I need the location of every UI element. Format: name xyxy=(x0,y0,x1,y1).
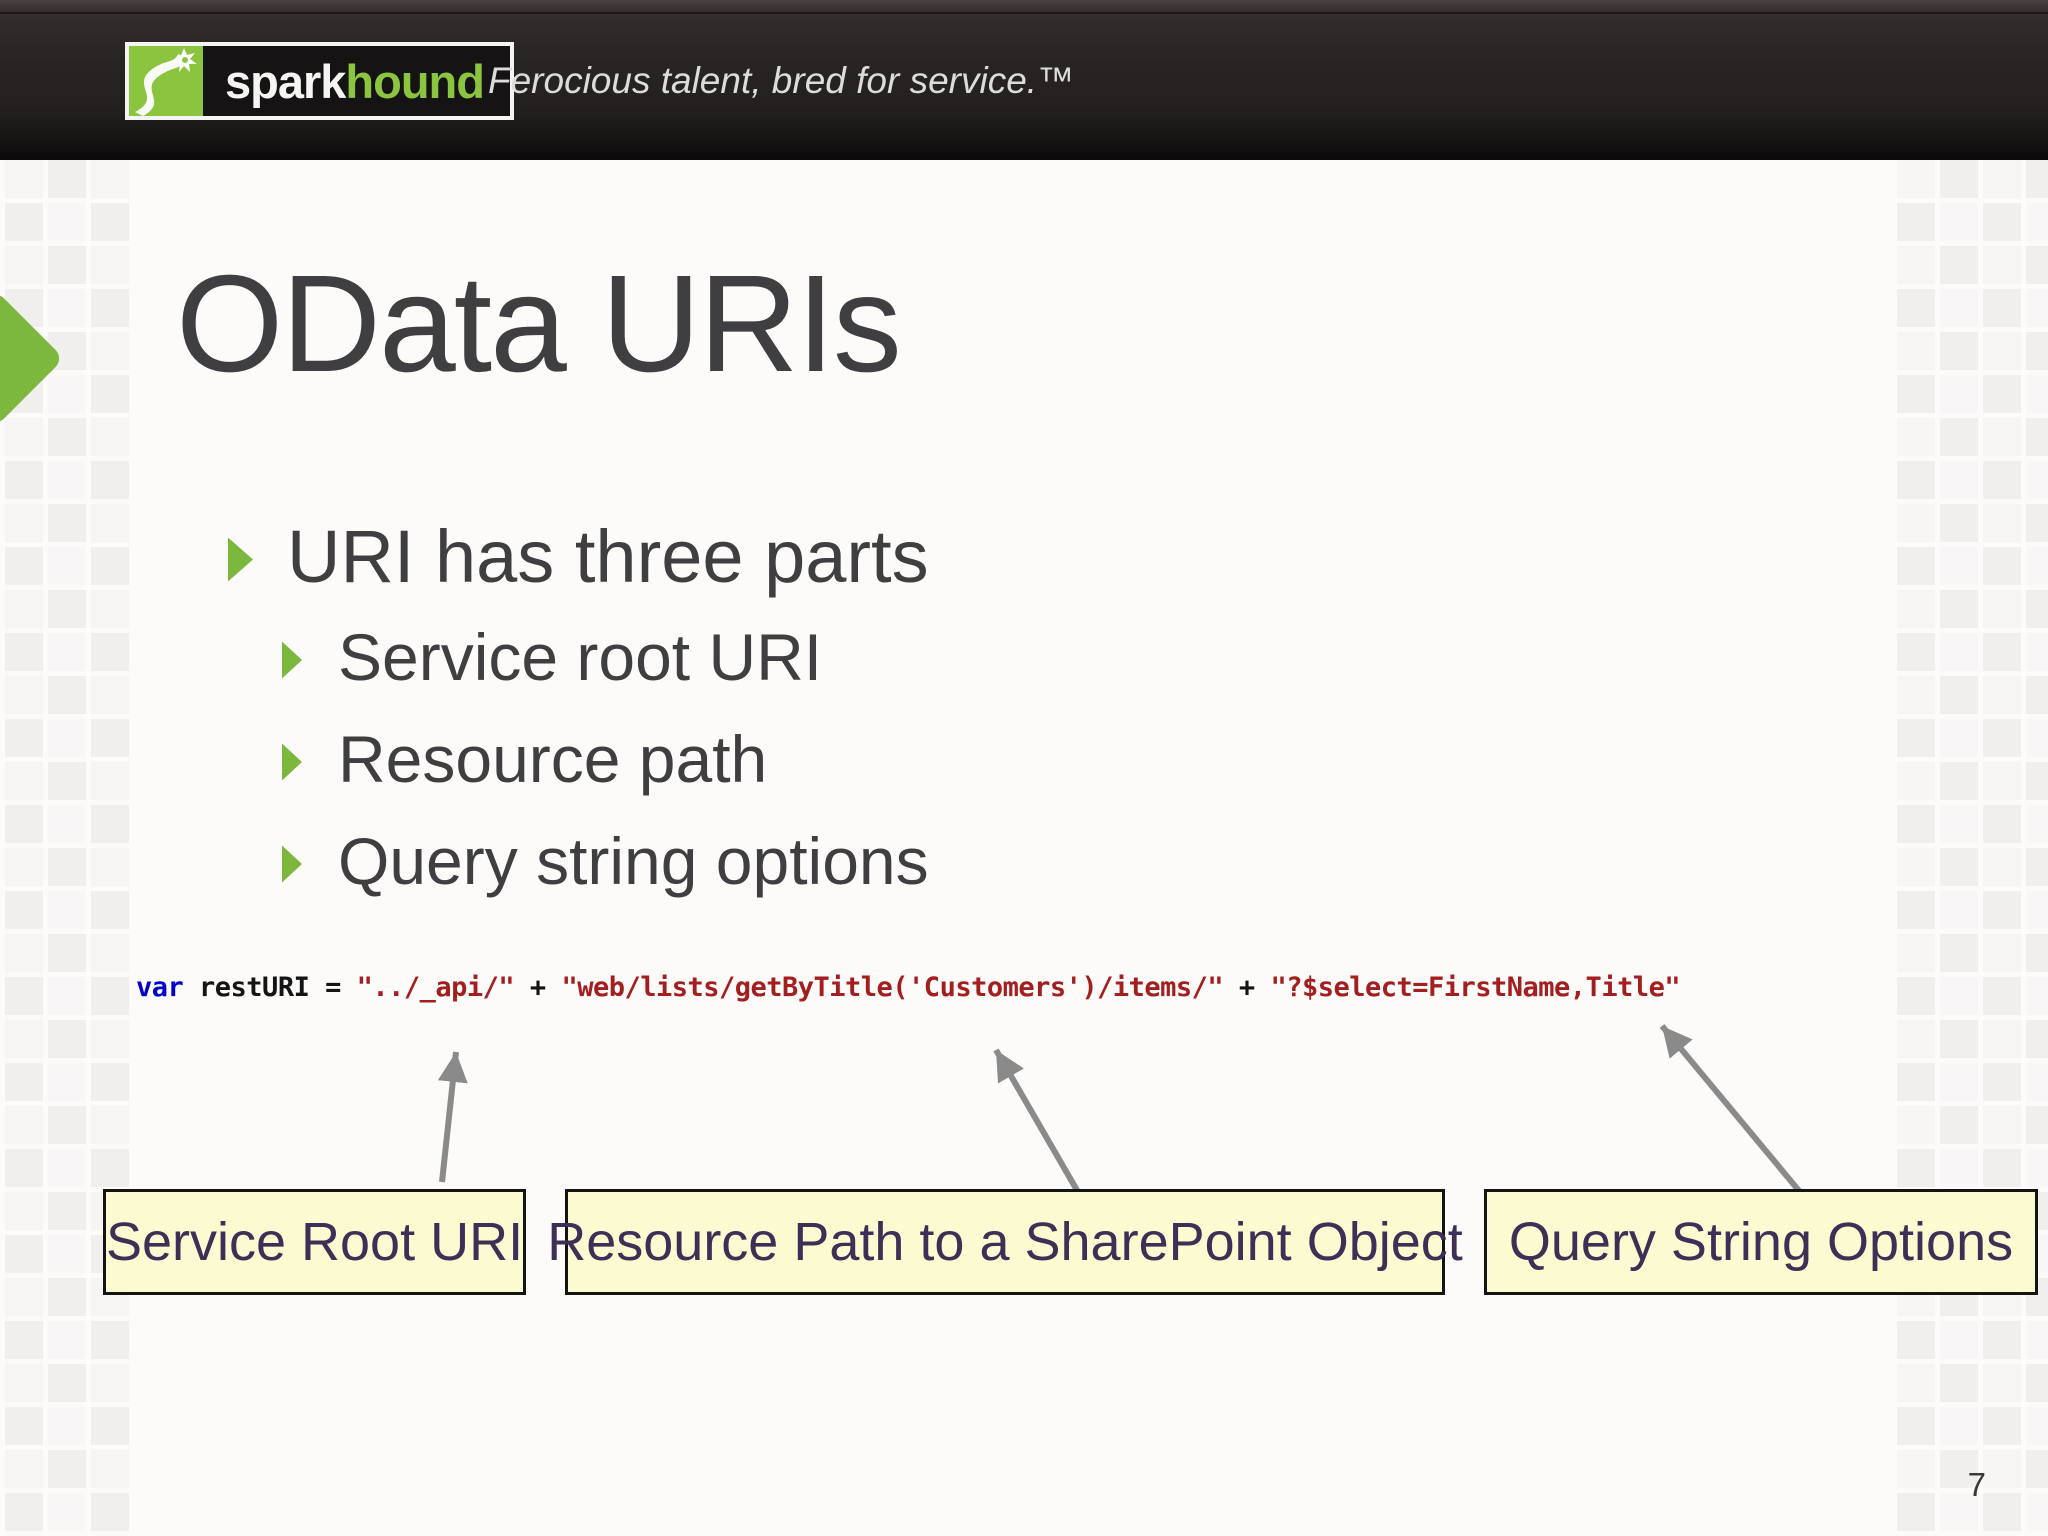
bullet-sub-service-root: Service root URI xyxy=(282,619,822,695)
page-number: 7 xyxy=(1967,1466,1986,1503)
query-string-arrow-icon xyxy=(1659,1024,1803,1194)
bullet-sub-resource-path: Resource path xyxy=(282,721,767,797)
bullet-sub-label: Service root URI xyxy=(338,620,823,694)
code-string-service-root: "../_api/" xyxy=(356,972,515,1003)
code-line: var restURI = "../_api/" + "web/lists/ge… xyxy=(136,972,1681,1003)
green-diamond-accent xyxy=(0,289,65,428)
bullet-sub-query-string: Query string options xyxy=(282,823,929,899)
callout-resource-path: Resource Path to a SharePoint Object xyxy=(547,1189,1463,1295)
bullet-triangle-icon xyxy=(282,845,302,883)
bullet-triangle-icon xyxy=(282,743,302,781)
code-keyword: var xyxy=(136,972,184,1003)
callout-service-root-uri: Service Root URI xyxy=(103,1189,526,1295)
code-string-query-options: "?$select=FirstName,Title" xyxy=(1270,972,1681,1003)
code-plain: restURI = xyxy=(183,972,357,1003)
service-root-arrow-icon xyxy=(437,1051,468,1183)
bullet-sub-label: Query string options xyxy=(338,824,929,898)
right-checker-pattern xyxy=(1892,160,2048,1536)
logo-spark-text: spark xyxy=(225,54,346,108)
slide-title: OData URIs xyxy=(176,247,902,401)
code-string-resource-path: "web/lists/getByTitle('Customers')/items… xyxy=(561,972,1224,1003)
bullet-triangle-icon xyxy=(282,641,302,679)
logo-hound-text: hound xyxy=(345,54,485,108)
sparkhound-logo-icon xyxy=(129,46,203,116)
resource-path-arrow-icon xyxy=(993,1048,1081,1194)
code-plain: + xyxy=(514,972,562,1003)
code-plain: + xyxy=(1223,972,1271,1003)
bullet-triangle-icon xyxy=(228,537,253,582)
company-tagline: Ferocious talent, bred for service.™ xyxy=(488,60,1075,101)
callout-query-string-options: Query String Options xyxy=(1484,1189,2038,1295)
bullet-main-label: URI has three parts xyxy=(287,515,929,598)
bullet-main: URI has three parts xyxy=(228,514,929,599)
bullet-sub-label: Resource path xyxy=(338,722,768,796)
